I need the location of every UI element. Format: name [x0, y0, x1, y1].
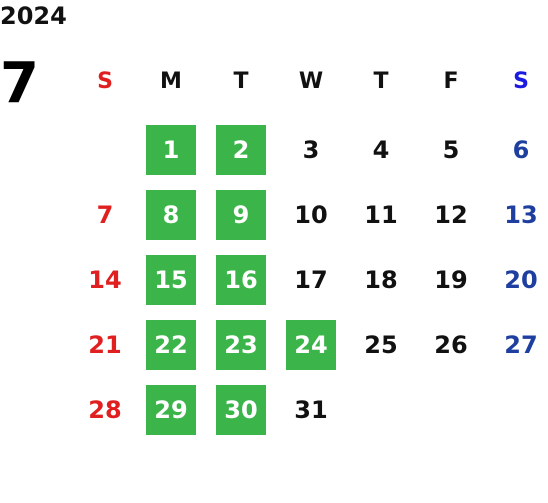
calendar-day[interactable]: 3 — [302, 136, 320, 164]
calendar-day-highlighted[interactable]: 29 — [146, 385, 196, 435]
calendar-day[interactable]: 19 — [434, 266, 468, 294]
calendar-day-highlighted[interactable]: 23 — [216, 320, 266, 370]
calendar-day[interactable]: 4 — [372, 136, 390, 164]
calendar-day[interactable]: 6 — [512, 136, 530, 164]
calendar-day[interactable]: 17 — [294, 266, 328, 294]
calendar-day[interactable]: 5 — [442, 136, 460, 164]
weekday-header: W — [298, 68, 324, 94]
weekday-header: T — [233, 68, 249, 94]
calendar-day[interactable]: 31 — [294, 396, 328, 424]
weekday-header: T — [373, 68, 389, 94]
calendar-day-highlighted[interactable]: 1 — [146, 125, 196, 175]
calendar-day-highlighted[interactable]: 16 — [216, 255, 266, 305]
calendar-day-highlighted[interactable]: 2 — [216, 125, 266, 175]
calendar-day[interactable]: 27 — [504, 331, 538, 359]
calendar-day[interactable]: 11 — [364, 201, 398, 229]
weekday-header: S — [97, 68, 113, 94]
calendar-day[interactable]: 10 — [294, 201, 328, 229]
calendar-day[interactable]: 13 — [504, 201, 538, 229]
calendar-day[interactable]: 14 — [88, 266, 122, 294]
calendar-day[interactable]: 20 — [504, 266, 538, 294]
calendar-day[interactable]: 25 — [364, 331, 398, 359]
month-number: 7 — [0, 51, 39, 116]
calendar-day[interactable]: 28 — [88, 396, 122, 424]
calendar-day-highlighted[interactable]: 15 — [146, 255, 196, 305]
calendar-day-highlighted[interactable]: 22 — [146, 320, 196, 370]
calendar-day-highlighted[interactable]: 8 — [146, 190, 196, 240]
calendar-day[interactable]: 18 — [364, 266, 398, 294]
weekday-header: F — [443, 68, 459, 94]
calendar-day-highlighted[interactable]: 9 — [216, 190, 266, 240]
weekday-header: M — [160, 68, 182, 94]
year-label: 2024 — [0, 2, 67, 30]
calendar-day[interactable]: 12 — [434, 201, 468, 229]
weekday-header: S — [513, 68, 529, 94]
calendar-day-highlighted[interactable]: 30 — [216, 385, 266, 435]
calendar-day[interactable]: 7 — [96, 201, 114, 229]
calendar-day[interactable]: 26 — [434, 331, 468, 359]
calendar-day[interactable]: 21 — [88, 331, 122, 359]
calendar-day-highlighted[interactable]: 24 — [286, 320, 336, 370]
